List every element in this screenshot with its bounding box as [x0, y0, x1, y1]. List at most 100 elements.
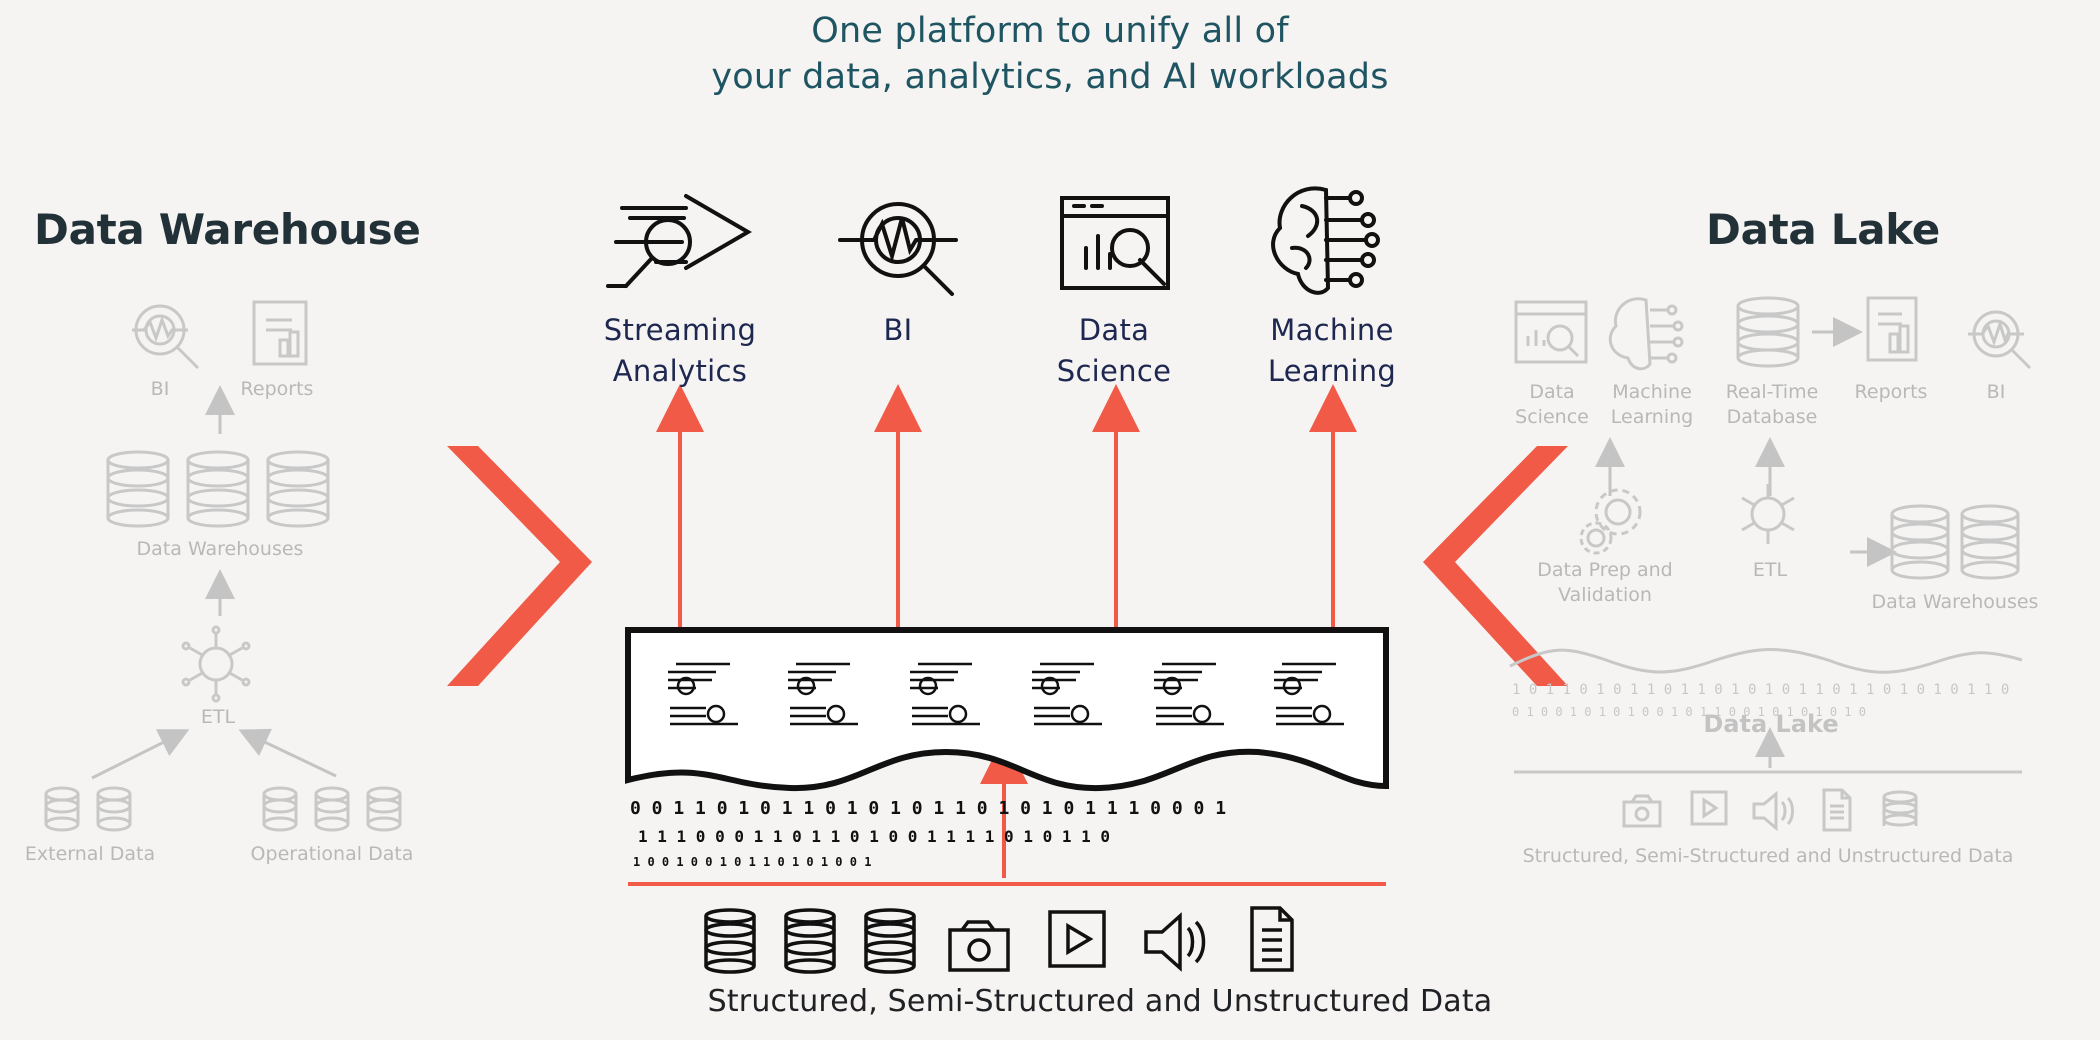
process-icon-6 — [1274, 662, 1344, 726]
streaming-label-line-2: Analytics — [612, 354, 748, 388]
video-play-icon — [1048, 910, 1106, 968]
reports-icon-left — [252, 300, 308, 366]
etl-chip-icon-right — [1741, 484, 1795, 544]
left-warehouse-db-icon-1 — [106, 450, 170, 528]
left-warehouses-label: Data Warehouses — [136, 538, 304, 560]
svg-text:0 0 1 1 0 1 0 1 1 0 1 0 1 0 1: 0 0 1 1 0 1 0 1 1 0 1 0 1 0 1 1 0 1 0 1 … — [630, 798, 1226, 819]
external-to-etl-arrow — [91, 729, 190, 780]
bottom-db-icon-3 — [864, 908, 916, 974]
right-source-icons — [1622, 788, 1918, 832]
headline: One platform to unify all of your data, … — [650, 8, 1450, 100]
process-icons — [668, 662, 1344, 726]
right-machine-learning-line-1: Machine — [1612, 381, 1692, 403]
machine-learning-label-line-1: Machine — [1270, 313, 1394, 347]
external-data-label: External Data — [24, 843, 156, 865]
right-db-icon — [1882, 790, 1918, 827]
lake-wave-line — [1509, 648, 2023, 674]
center-bottom-label: Structured, Semi-Structured and Unstruct… — [707, 984, 1493, 1019]
right-etl-label: ETL — [1752, 559, 1788, 581]
data-science-icon — [1060, 196, 1170, 290]
right-bi-label: BI — [1986, 381, 2006, 403]
right-machine-learning-line-2: Learning — [1610, 406, 1694, 428]
binary-stream: 0 0 1 1 0 1 0 1 1 0 1 0 1 0 1 1 0 1 0 1 … — [630, 798, 1226, 869]
process-icon-2 — [788, 662, 858, 726]
left-chevron-icon — [1423, 446, 1568, 686]
lake-binary-row-2: 0 1 0 0 1 0 1 0 1 0 0 1 0 1 1 0 0 1 0 1 … — [1512, 705, 1866, 719]
process-icon-4 — [1032, 662, 1102, 726]
left-etl-label: ETL — [200, 706, 236, 728]
machine-learning-label: Machine Learning — [1222, 310, 1442, 392]
operational-db-icon-1 — [262, 786, 298, 832]
right-document-icon — [1822, 788, 1852, 832]
etl-chip-icon-left — [181, 625, 251, 703]
right-warehouse-db-icon-1 — [1890, 504, 1950, 580]
streaming-label-line-1: Streaming — [603, 313, 757, 347]
right-data-science-line-2: Science — [1515, 406, 1589, 428]
right-data-science-label: Data Science — [1510, 380, 1594, 430]
left-warehouse-db-icon-2 — [186, 450, 250, 528]
data-lake-label: Data Lake — [1703, 710, 1839, 738]
operational-to-etl-arrow — [238, 728, 337, 778]
right-data-science-icon — [1514, 300, 1588, 364]
bottom-source-icons — [704, 906, 1294, 974]
bi-label-line-1: BI — [883, 313, 913, 347]
bi-icon-left — [132, 304, 200, 370]
right-realtime-line-1: Real-Time — [1725, 381, 1819, 403]
right-reports-icon — [1866, 296, 1918, 362]
camera-icon — [948, 920, 1010, 972]
svg-text:1 0 0 1 0 0 1 0 1 1 0 1 0 1 0: 1 0 0 1 0 0 1 0 1 1 0 1 0 1 0 0 1 — [633, 855, 871, 869]
machine-learning-label-line-2: Learning — [1267, 354, 1397, 388]
bi-label: BI — [788, 310, 1008, 351]
audio-speaker-icon — [1144, 912, 1206, 972]
right-data-science-line-1: Data — [1529, 381, 1575, 403]
operational-db-icon-3 — [366, 786, 402, 832]
right-chevron-icon — [447, 446, 592, 686]
right-realtime-db-icon — [1736, 296, 1800, 368]
prep-gear-icon — [1579, 488, 1642, 555]
streaming-analytics-label: Streaming Analytics — [570, 310, 790, 392]
right-warehouse-db-icon-2 — [1960, 504, 2020, 580]
bi-icon — [838, 202, 958, 296]
svg-text:1 1 1 0 0 0 1 1 0 1 1 0 1 0 0: 1 1 1 0 0 0 1 1 0 1 1 0 1 0 0 1 1 1 1 0 … — [638, 827, 1110, 846]
external-db-icon-1 — [44, 786, 80, 832]
headline-line-2: your data, analytics, and AI workloads — [711, 57, 1389, 97]
lake-binary-row-1: 1 0 1 1 0 1 0 1 1 0 1 1 0 1 0 1 0 1 1 0 … — [1512, 682, 2009, 698]
streaming-analytics-icon — [606, 194, 752, 288]
data-science-label: Data Science — [1004, 310, 1224, 392]
process-icon-1 — [668, 662, 738, 726]
data-warehouse-title: Data Warehouse — [34, 205, 421, 254]
left-reports-label: Reports — [240, 378, 314, 400]
right-realtime-line-2: Database — [1726, 406, 1818, 428]
machine-learning-icon — [1271, 186, 1380, 295]
data-warehouse-panel — [44, 300, 402, 832]
document-icon — [1250, 906, 1294, 972]
right-machine-learning-label: Machine Learning — [1602, 380, 1702, 430]
right-machine-learning-icon — [1608, 297, 1684, 371]
right-camera-icon — [1622, 794, 1662, 828]
data-lake-panel: 1 0 1 1 0 1 0 1 1 0 1 1 0 1 0 1 0 1 1 0 … — [1509, 296, 2032, 832]
right-realtime-database-label: Real-Time Database — [1714, 380, 1830, 430]
right-bottom-label: Structured, Semi-Structured and Unstruct… — [1522, 845, 2014, 867]
right-bi-icon — [1968, 310, 2032, 370]
center-arrows — [656, 384, 1357, 878]
bottom-db-icon-1 — [704, 908, 756, 974]
operational-data-label: Operational Data — [250, 843, 414, 865]
headline-line-1: One platform to unify all of — [811, 11, 1289, 51]
left-warehouse-db-icon-3 — [266, 450, 330, 528]
operational-db-icon-2 — [314, 786, 350, 832]
data-prep-line-2: Validation — [1558, 584, 1652, 606]
external-db-icon-2 — [96, 786, 132, 832]
right-audio-icon — [1752, 790, 1794, 832]
data-science-label-line-1: Data — [1078, 313, 1150, 347]
right-reports-label: Reports — [1854, 381, 1928, 403]
right-video-icon — [1690, 790, 1728, 826]
bottom-db-icon-2 — [784, 908, 836, 974]
data-prep-validation-label: Data Prep and Validation — [1530, 558, 1680, 608]
data-science-label-line-2: Science — [1056, 354, 1172, 388]
data-prep-line-1: Data Prep and — [1537, 559, 1673, 581]
left-bi-label: BI — [150, 378, 170, 400]
process-icon-5 — [1154, 662, 1224, 726]
data-lake-title: Data Lake — [1706, 205, 1940, 254]
